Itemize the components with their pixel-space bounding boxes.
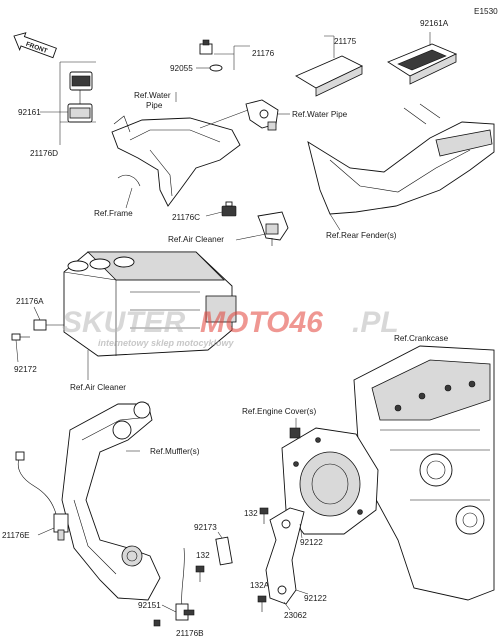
label-21175: 21175 (334, 37, 357, 46)
label-ref-muffler: Ref.Muffler(s) (150, 447, 200, 456)
ecu-cover-92161a (387, 43, 458, 85)
bolt-92151 (153, 619, 161, 627)
muffler (61, 401, 161, 601)
air-cleaner-box (63, 251, 237, 357)
oxygen-sensor-21176e (15, 451, 69, 541)
label-ref-air-cleaner-top: Ref.Air Cleaner (168, 235, 224, 244)
speed-sensor-21176b (175, 547, 195, 621)
label-21176c: 21176C (172, 213, 200, 222)
sensor-21176a (33, 319, 64, 331)
watermark-brand-part3: .PL (352, 306, 399, 339)
label-21176b: 21176B (176, 629, 204, 638)
air-cleaner-sensor (257, 211, 289, 246)
label-92173: 92173 (194, 523, 217, 532)
label-ref-water-pipe-left: Ref.Water Pipe (134, 91, 173, 110)
diagram-code: E1530 (474, 7, 498, 16)
watermark-brand-part1: SKUTER (62, 306, 186, 339)
label-132a: 132A (250, 581, 270, 590)
watermark: SKUTER MOTO46 .PL internetowy sklep moto… (62, 306, 399, 348)
bolt-132-mid (195, 565, 205, 582)
connector-21176c (221, 201, 237, 217)
temperature-sensor-21176 (199, 39, 223, 72)
label-92172: 92172 (14, 365, 37, 374)
bolt-132a (257, 595, 267, 612)
spacer-92173 (215, 536, 233, 566)
label-21176a: 21176A (16, 297, 44, 306)
label-92161: 92161 (18, 108, 41, 117)
watermark-tagline: internetowy sklep motocyklowy (98, 338, 235, 348)
label-ref-water-pipe-right: Ref.Water Pipe (292, 110, 348, 119)
label-23062: 23062 (284, 611, 307, 620)
crankcase (353, 345, 495, 601)
relay-assembly-21176d (67, 71, 93, 123)
label-92055: 92055 (170, 64, 193, 73)
label-92122-bottom: 92122 (304, 594, 327, 603)
label-ref-rear-fender: Ref.Rear Fender(s) (326, 231, 397, 240)
label-92122-top: 92122 (300, 538, 323, 547)
ecu-21175 (295, 55, 364, 97)
bracket-23062 (265, 507, 305, 605)
watermark-brand-part2: MOTO46 (200, 306, 323, 339)
label-ref-engine-cover: Ref.Engine Cover(s) (242, 407, 316, 416)
label-92151: 92151 (138, 601, 161, 610)
label-92161a: 92161A (420, 19, 449, 28)
label-132-top: 132 (244, 509, 258, 518)
water-pipe-sensor (245, 99, 279, 131)
front-arrow-icon: FRONT (13, 32, 57, 59)
label-ref-crankcase: Ref.Crankcase (394, 334, 449, 343)
label-132-mid: 132 (196, 551, 210, 560)
label-21176-top: 21176 (252, 49, 275, 58)
label-21176d: 21176D (30, 149, 58, 158)
frame-bracket (111, 115, 241, 207)
label-21176e: 21176E (2, 531, 30, 540)
rear-fender (307, 103, 495, 215)
label-ref-frame: Ref.Frame (94, 209, 133, 218)
bolt-132-top (259, 507, 269, 524)
bolt-92172 (11, 333, 30, 341)
label-ref-air-cleaner-bottom: Ref.Air Cleaner (70, 383, 126, 392)
